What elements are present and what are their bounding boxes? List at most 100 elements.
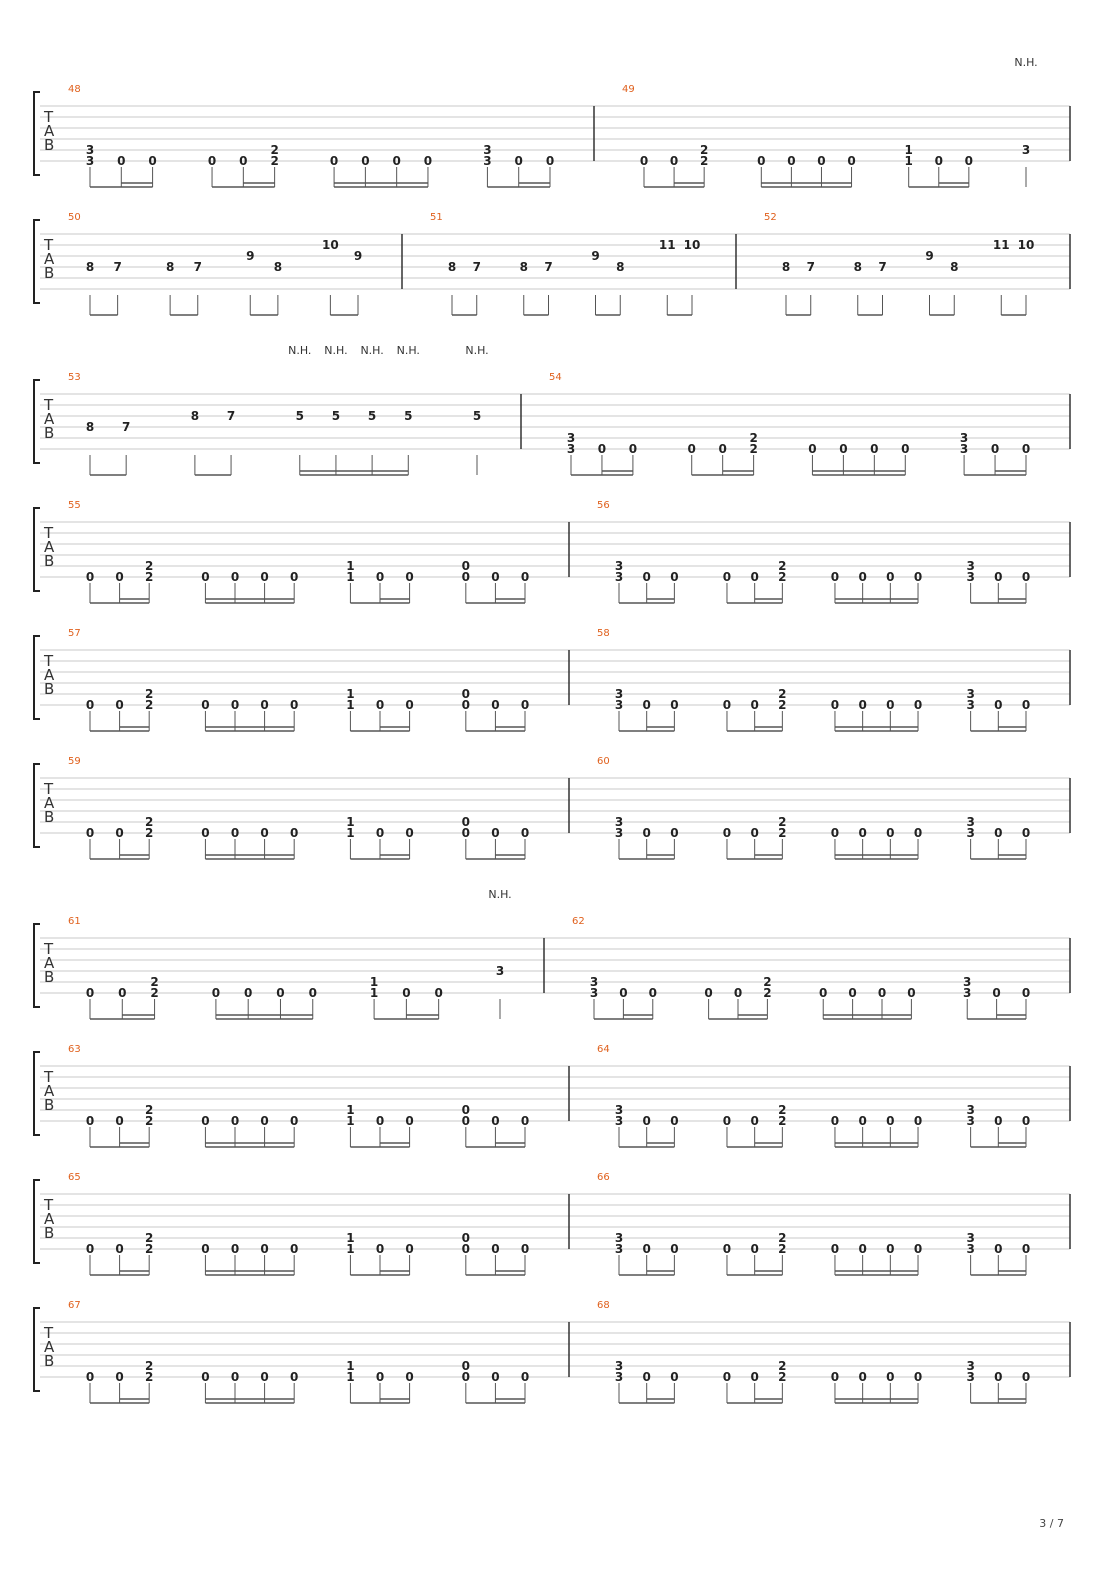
fret-number: 0 [148,154,156,168]
fret-number: 3 [615,1114,623,1128]
tab-clef-letter: A [44,250,55,268]
measure-number: 51 [430,212,443,223]
system-bracket [33,1179,40,1264]
fret-number: 8 [854,260,862,274]
fret-number: 1 [346,1114,354,1128]
natural-harmonic-mark: N.H. [1014,56,1037,69]
fret-number: 2 [145,698,153,712]
fret-number: 0 [491,1114,499,1128]
fret-number: 9 [591,249,599,263]
fret-number: 9 [354,249,362,263]
fret-number: 3 [615,1231,623,1245]
fret-number: 2 [763,986,771,1000]
fret-number: 0 [405,826,413,840]
measure-number: 61 [68,916,81,927]
fret-number: 5 [368,409,376,423]
fret-number: 0 [643,698,651,712]
fret-number: 2 [270,154,278,168]
fret-number: 1 [346,1103,354,1117]
fret-number: 0 [994,570,1002,584]
fret-number: 0 [115,1114,123,1128]
fret-number: 0 [878,986,886,1000]
fret-number: 0 [723,1370,731,1384]
fret-number: 3 [966,559,974,573]
fret-number: 0 [670,1114,678,1128]
fret-number: 0 [491,826,499,840]
fret-number: 0 [376,570,384,584]
fret-number: 0 [723,1242,731,1256]
fret-number: 0 [115,698,123,712]
fret-number: 0 [670,570,678,584]
fret-number: 1 [370,986,378,1000]
fret-number: 8 [191,409,199,423]
fret-number: 0 [914,1370,922,1384]
fret-number: 0 [115,1370,123,1384]
fret-number: 1 [905,143,913,157]
fret-number: 3 [590,986,598,1000]
measure-number: 57 [68,628,81,639]
fret-number: 0 [994,1242,1002,1256]
fret-number: 0 [462,826,470,840]
fret-number: 1 [346,1370,354,1384]
fret-number: 7 [544,260,552,274]
fret-number: 0 [886,1370,894,1384]
fret-number: 2 [778,1114,786,1128]
fret-number: 0 [290,826,298,840]
fret-number: 0 [1022,1370,1030,1384]
fret-number: 7 [807,260,815,274]
fret-number: 0 [643,570,651,584]
fret-number: 0 [723,826,731,840]
fret-number: 0 [491,698,499,712]
fret-number: 0 [914,826,922,840]
tab-clef-letter: T [43,780,54,798]
fret-number: 10 [1018,238,1035,252]
fret-number: 8 [950,260,958,274]
fret-number: 0 [858,570,866,584]
fret-number: 3 [963,986,971,1000]
fret-number: 0 [750,1114,758,1128]
fret-number: 0 [817,154,825,168]
fret-number: 0 [260,570,268,584]
fret-number: 0 [914,698,922,712]
fret-number: 1 [346,815,354,829]
fret-number: 0 [260,698,268,712]
page-number: 3 / 7 [1039,1517,1064,1530]
fret-number: 3 [567,431,575,445]
fret-number: 0 [86,826,94,840]
fret-number: 0 [290,1114,298,1128]
fret-number: 3 [960,431,968,445]
fret-number: 0 [491,570,499,584]
tab-clef-letter: T [43,1324,54,1342]
fret-number: 3 [615,1370,623,1384]
fret-number: 0 [231,1114,239,1128]
fret-number: 3 [496,964,504,978]
system-bracket [33,1307,40,1392]
fret-number: 2 [145,570,153,584]
fret-number: 3 [615,1242,623,1256]
fret-number: 0 [886,698,894,712]
fret-number: 2 [145,559,153,573]
fret-number: 7 [473,260,481,274]
fret-number: 1 [905,154,913,168]
fret-number: 0 [991,442,999,456]
fret-number: 0 [649,986,657,1000]
system-bracket [33,635,40,720]
fret-number: 0 [886,1242,894,1256]
fret-number: 0 [462,698,470,712]
fret-number: 2 [145,1231,153,1245]
natural-harmonic-mark: N.H. [288,344,311,357]
fret-number: 0 [643,1114,651,1128]
fret-number: 0 [808,442,816,456]
fret-number: 0 [521,826,529,840]
fret-number: 3 [966,1370,974,1384]
fret-number: 0 [831,1370,839,1384]
fret-number: 3 [1022,143,1030,157]
tab-clef-letter: T [43,652,54,670]
fret-number: 0 [886,1114,894,1128]
measure-number: 59 [68,756,81,767]
fret-number: 0 [670,1370,678,1384]
fret-number: 0 [290,698,298,712]
fret-number: 0 [201,570,209,584]
fret-number: 0 [1022,1242,1030,1256]
fret-number: 0 [757,154,765,168]
